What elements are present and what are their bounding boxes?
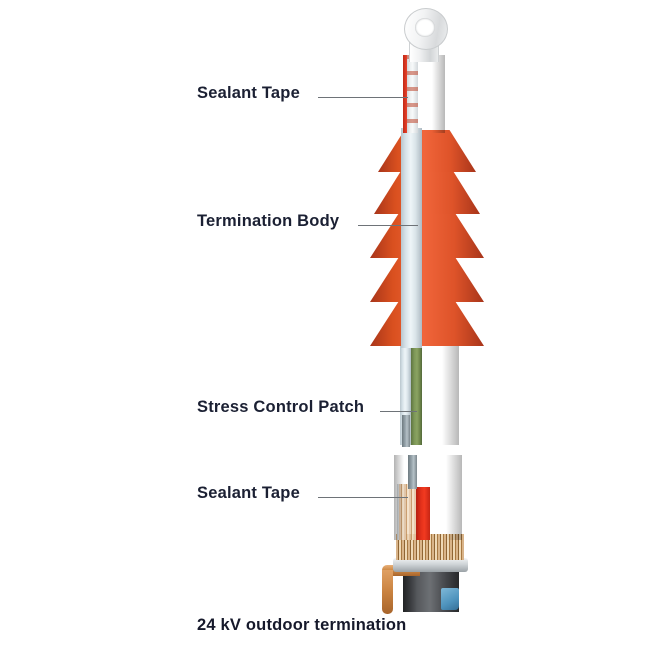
copper-earth-braid-vertical <box>382 570 393 614</box>
callout-sealant-tape-top: Sealant Tape <box>197 84 300 103</box>
callout-stress-control-patch: Stress Control Patch <box>197 398 364 417</box>
weather-shed-1 <box>378 130 476 172</box>
weather-shed-4 <box>370 256 484 302</box>
leader-line-sealant-tape-top <box>318 97 408 98</box>
leader-line-stress-control-patch <box>380 411 417 412</box>
conductor-strand-mid <box>402 415 410 447</box>
sealant-tape-upper-red-edge <box>403 55 407 133</box>
callout-label-stress-control-patch: Stress Control Patch <box>197 398 365 416</box>
earth-clamp-ferrule <box>393 558 468 572</box>
leader-line-sealant-tape-bottom <box>318 497 408 498</box>
weather-shed-2 <box>374 170 480 214</box>
callout-termination-body: Termination Body <box>197 212 339 231</box>
conductor-strand-lower <box>408 455 417 489</box>
lug-bolt-hole <box>415 18 435 37</box>
callout-label-sealant-tape-bottom: Sealant Tape <box>197 484 300 502</box>
leader-line-termination-body <box>358 225 418 226</box>
callout-label-sealant-tape-top: Sealant Tape <box>197 84 300 102</box>
sealant-tape-lower-hatch <box>399 484 416 540</box>
cable-marker-chip <box>441 588 459 610</box>
diagram-caption: 24 kV outdoor termination <box>197 616 407 634</box>
cable-core-insulation-upper <box>401 128 422 348</box>
weather-shed-3 <box>370 212 484 258</box>
callout-label-termination-body: Termination Body <box>197 212 340 230</box>
callout-sealant-tape-bottom: Sealant Tape <box>197 484 300 503</box>
cable-core-insulation-mid <box>400 345 411 445</box>
weather-shed-5 <box>370 300 484 346</box>
stress-control-patch <box>411 345 422 445</box>
sealant-tape-upper-ticks <box>406 55 418 133</box>
red-sealant-layer <box>416 487 430 540</box>
